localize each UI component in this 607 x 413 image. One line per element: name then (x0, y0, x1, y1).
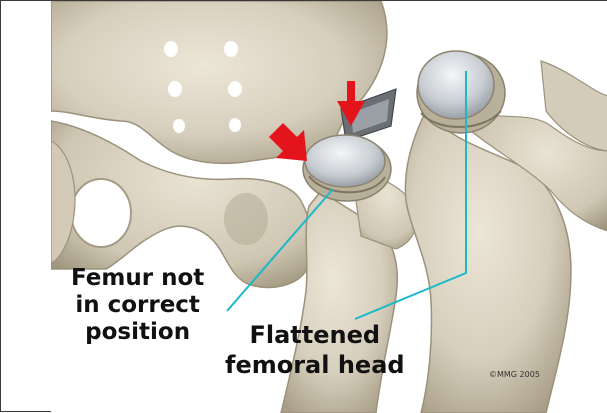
label-flat-line-2: femoral head (225, 353, 405, 377)
label-femur-line-3: position (71, 321, 204, 344)
label-flat-line-1: Flattened (225, 323, 405, 347)
copyright-text: ©MMG 2005 (489, 370, 540, 379)
label-flattened-femoral-head: Flattened femoral head (225, 323, 405, 383)
label-femur-not-in-correct-position: Femur not in correct position (71, 267, 204, 348)
label-femur-line-1: Femur not (71, 267, 204, 290)
label-femur-line-2: in correct (71, 294, 204, 317)
